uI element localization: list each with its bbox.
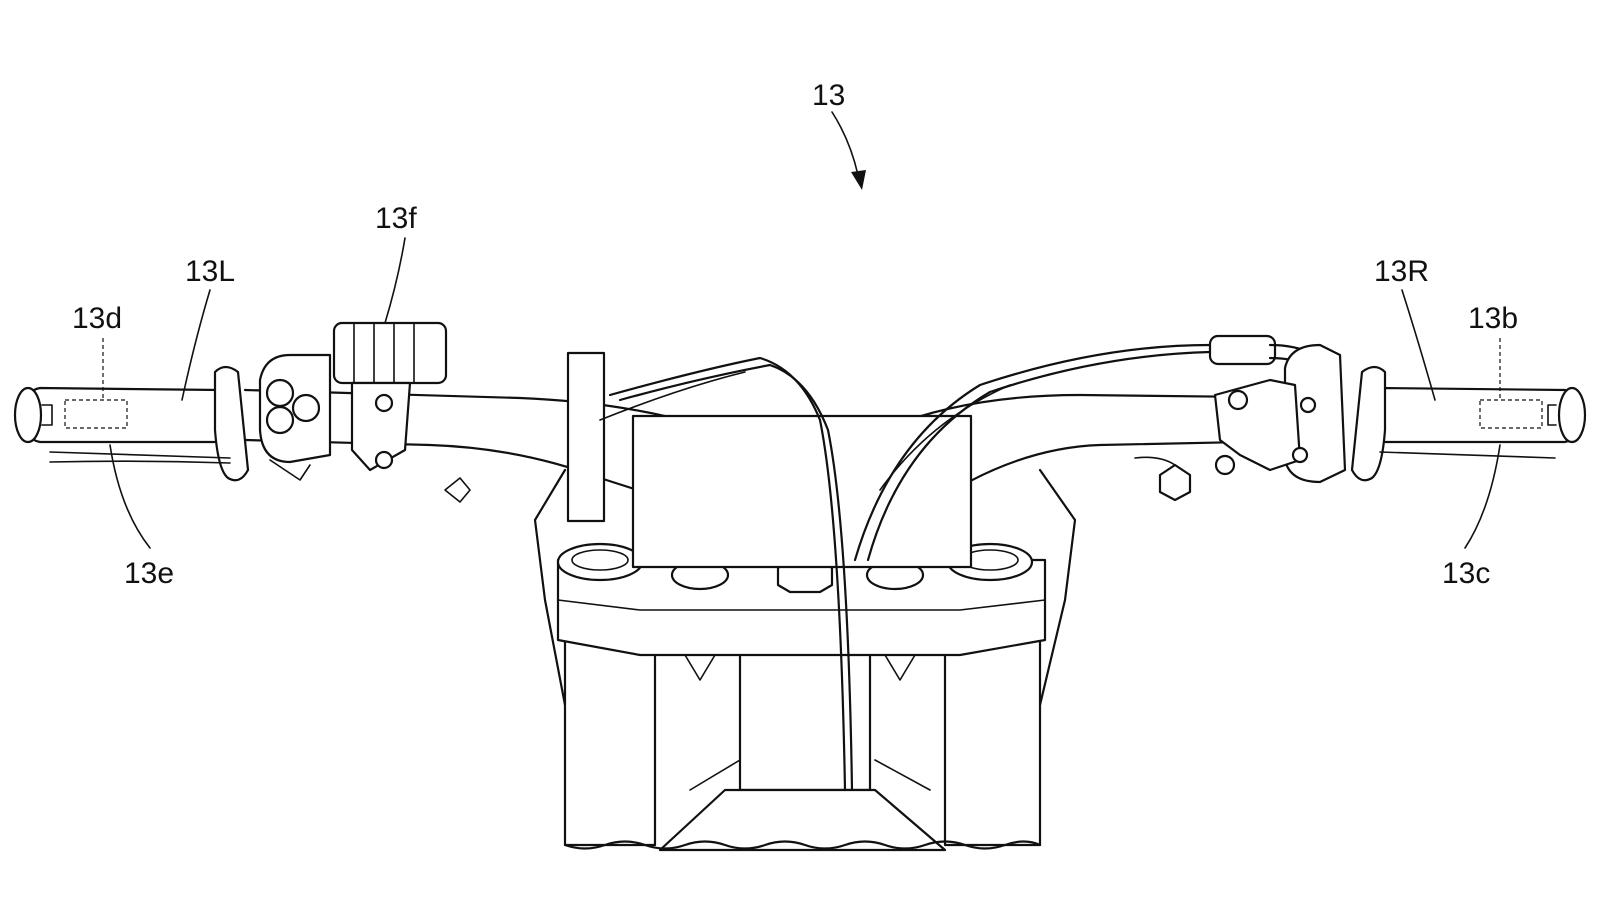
label-right-lower: 13c xyxy=(1442,557,1490,590)
label-right-grip-sensor: 13b xyxy=(1468,302,1518,335)
label-left-lower: 13e xyxy=(124,557,174,590)
leader-lines xyxy=(102,111,1501,549)
label-right-handlebar: 13R xyxy=(1374,255,1429,288)
right-controls xyxy=(1134,343,1587,502)
handlebar xyxy=(243,334,1342,792)
left-controls xyxy=(13,321,471,503)
label-left-grip-sensor: 13d xyxy=(72,302,122,335)
label-assembly: 13 xyxy=(812,79,845,112)
reference-labels: 13 13f 13L 13d 13e 13R 13b 13c xyxy=(72,79,1518,590)
label-left-handlebar: 13L xyxy=(185,255,235,288)
label-switch-unit: 13f xyxy=(375,202,417,235)
